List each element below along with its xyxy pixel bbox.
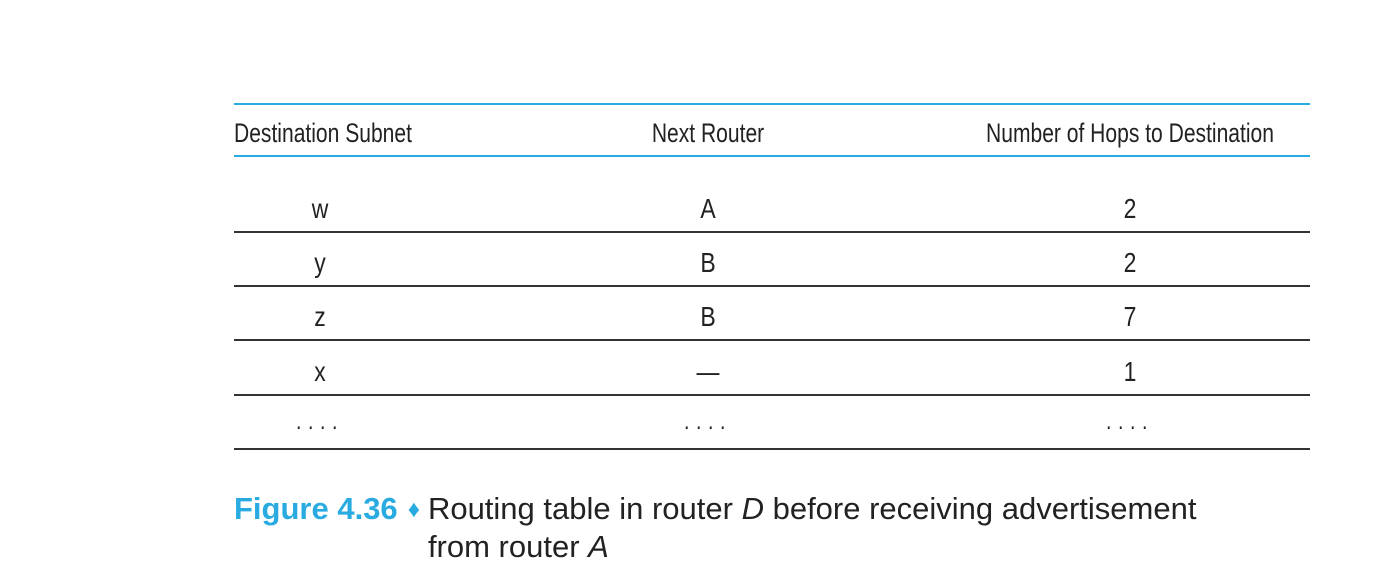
- header-number-of-hops: Number of Hops to Destination: [986, 118, 1274, 148]
- router-d-label: D: [741, 491, 764, 526]
- caption-segment: Routing table in router: [427, 491, 742, 526]
- cell-next-router: —: [696, 356, 720, 387]
- figure-caption: Figure 4.36 ♦ Routing table in router D be…: [234, 490, 1334, 566]
- caption-line-2: from router A: [428, 528, 1228, 566]
- diamond-icon: ♦: [407, 496, 420, 523]
- cell-hops: 2: [1123, 247, 1137, 278]
- cell-destination: y: [314, 247, 326, 278]
- table-row: y B 2: [234, 231, 1310, 287]
- cell-destination: w: [311, 193, 329, 224]
- cell-hops: 7: [1123, 301, 1137, 332]
- caption-line-1: Routing table in router D before receivi…: [428, 490, 1228, 528]
- caption-text: Routing table in router D before receivi…: [428, 490, 1228, 566]
- table-header-rule: [234, 155, 1310, 157]
- cell-ellipsis: ....: [683, 408, 733, 435]
- header-next-router: Next Router: [651, 118, 765, 148]
- cell-next-router: A: [700, 193, 716, 224]
- cell-destination: z: [314, 301, 326, 332]
- table-row: z B 7: [234, 285, 1310, 341]
- cell-next-router: B: [700, 247, 716, 278]
- table-row: x — 1: [234, 340, 1310, 396]
- cell-hops: 1: [1123, 356, 1137, 387]
- table-top-rule: [234, 103, 1310, 105]
- cell-ellipsis: ....: [295, 408, 345, 435]
- cell-next-router: B: [700, 301, 716, 332]
- cell-destination: x: [314, 356, 326, 387]
- caption-segment: before receiving advertisement: [763, 491, 1197, 526]
- table-row: w A 2: [234, 177, 1310, 233]
- caption-segment: from router: [427, 529, 589, 564]
- table-row: .... .... ....: [234, 394, 1310, 450]
- router-a-label: A: [588, 529, 609, 564]
- cell-ellipsis: ....: [1105, 408, 1155, 435]
- figure-label: Figure 4.36: [234, 491, 398, 526]
- header-destination-subnet: Destination Subnet: [234, 118, 412, 148]
- cell-hops: 2: [1123, 193, 1137, 224]
